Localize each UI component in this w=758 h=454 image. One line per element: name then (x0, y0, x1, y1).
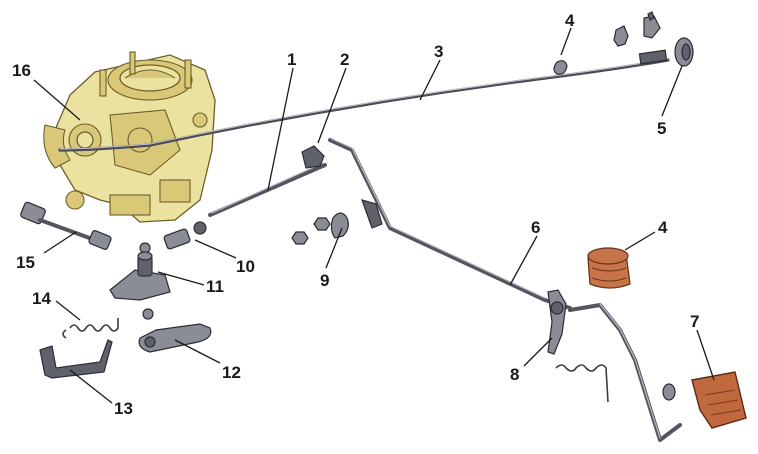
callout-4-top: 4 (565, 11, 575, 30)
callout-14: 14 (32, 289, 51, 308)
callout-13: 13 (114, 399, 133, 418)
carburetor (43, 51, 216, 223)
pedal-linkage (328, 138, 682, 442)
callout-1: 1 (287, 50, 296, 69)
callout-8: 8 (510, 365, 519, 384)
pedal-pad (662, 371, 747, 429)
cable-clips (553, 11, 661, 75)
bracket-nuts (291, 212, 349, 245)
rod-end-10 (139, 221, 207, 254)
callout-9: 9 (320, 271, 329, 290)
rubber-boot (587, 247, 631, 289)
callout-16: 16 (12, 61, 31, 80)
spring-rod-15 (20, 201, 112, 250)
lever-11 (109, 251, 171, 301)
callout-5: 5 (657, 119, 666, 138)
callout-6: 6 (531, 218, 540, 237)
spring-14 (62, 318, 119, 339)
callout-2: 2 (340, 50, 349, 69)
callout-7: 7 (690, 312, 699, 331)
callout-15: 15 (16, 253, 35, 272)
lever-12 (138, 308, 212, 353)
return-spring (555, 364, 609, 403)
callout-leaders (33, 27, 715, 404)
throttle-rod (208, 145, 327, 217)
callout-4-boot: 4 (658, 218, 668, 237)
callout-labels: 1 2 3 4 5 16 6 4 9 10 15 11 14 12 7 8 13 (12, 11, 699, 418)
callout-10: 10 (236, 257, 255, 276)
callout-11: 11 (206, 277, 224, 296)
callout-12: 12 (222, 363, 241, 382)
accelerator-cable (58, 37, 694, 152)
bracket-13 (39, 339, 113, 379)
callout-3: 3 (434, 42, 443, 61)
